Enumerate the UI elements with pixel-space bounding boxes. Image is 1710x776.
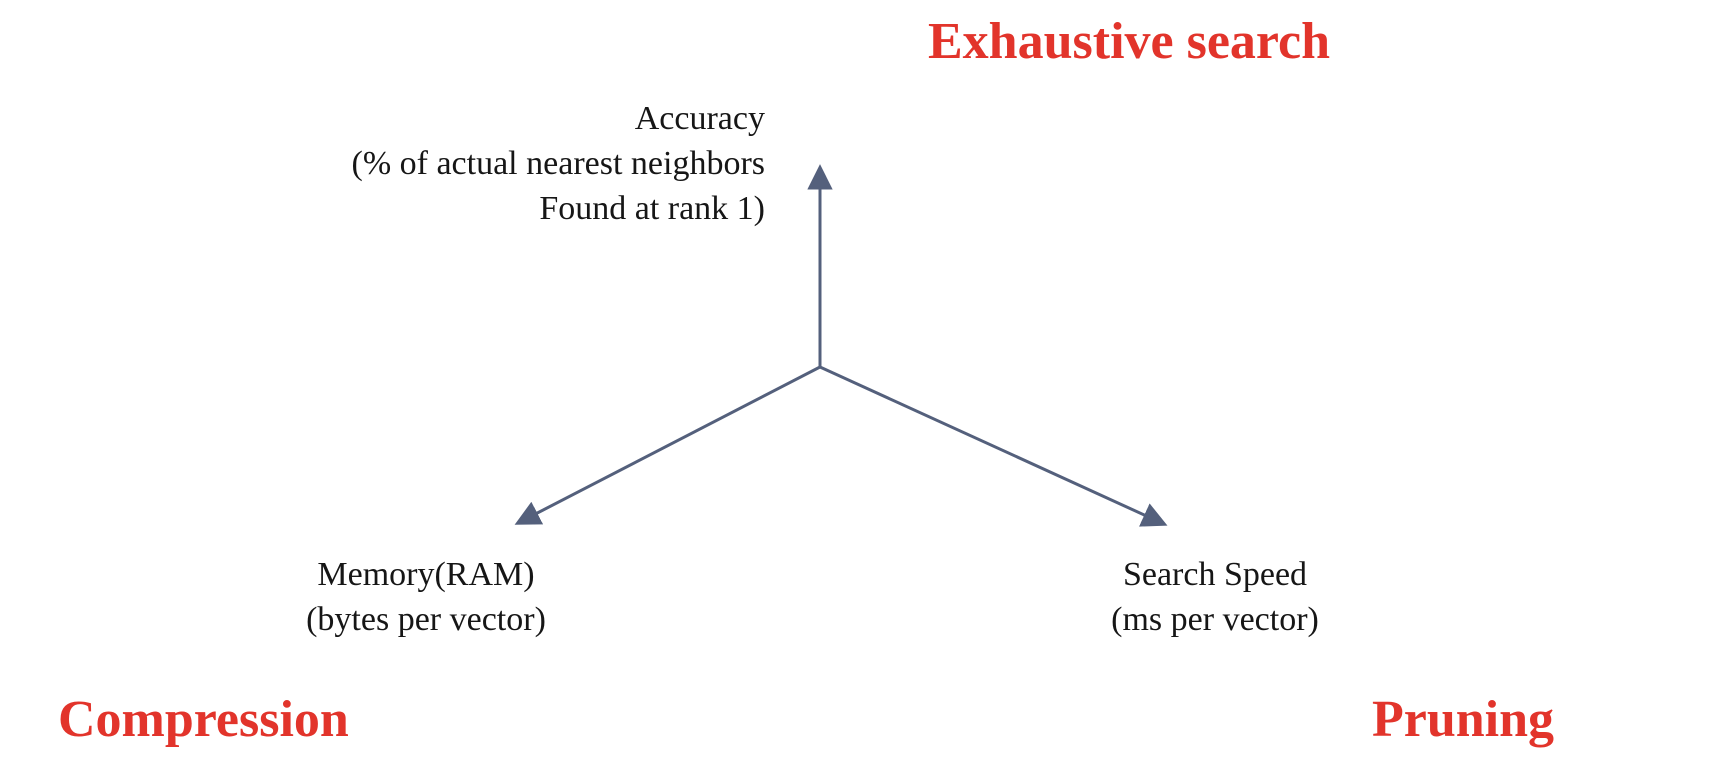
memory-axis-label-line2: (bytes per vector) <box>306 601 546 638</box>
speed-axis-label-line2: (ms per vector) <box>1111 601 1319 638</box>
memory-axis-label-line1: Memory(RAM) <box>317 556 535 593</box>
accuracy-axis-label-line2: (% of actual nearest neighbors <box>351 145 766 182</box>
compression-label: Compression <box>58 691 349 748</box>
memory-axis-arrow <box>514 365 821 525</box>
accuracy-axis-label-line1: Accuracy <box>634 100 765 137</box>
speed-axis-arrow <box>819 365 1168 527</box>
exhaustive-search-label: Exhaustive search <box>928 13 1331 70</box>
accuracy-axis-label-line3: Found at rank 1) <box>539 190 765 227</box>
memory-axis-label: Memory(RAM) (bytes per vector) <box>288 552 564 642</box>
pruning-label: Pruning <box>1372 691 1555 748</box>
accuracy-axis-label: Accuracy (% of actual nearest neighbors … <box>352 96 766 231</box>
speed-axis-label-line1: Search Speed <box>1122 556 1308 593</box>
speed-axis-label: Search Speed (ms per vector) <box>1092 552 1338 642</box>
